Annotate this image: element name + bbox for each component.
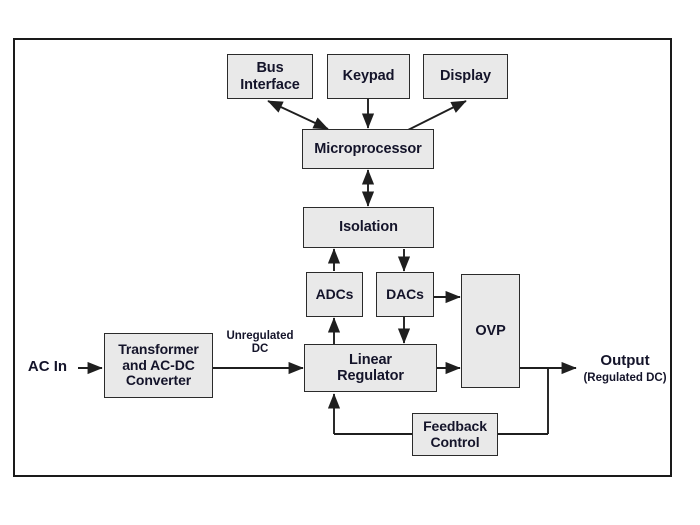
label-ac-in: AC In xyxy=(27,358,68,375)
block-display[interactable]: Display xyxy=(423,54,508,99)
label-output: Output xyxy=(600,352,650,369)
block-bus-interface[interactable]: Bus Interface xyxy=(227,54,313,99)
block-dacs[interactable]: DACs xyxy=(376,272,434,317)
block-isolation[interactable]: Isolation xyxy=(303,207,434,248)
block-ovp[interactable]: OVP xyxy=(461,274,520,388)
block-linear-regulator[interactable]: Linear Regulator xyxy=(304,344,437,392)
label-output-regulated-dc: (Regulated DC) xyxy=(583,372,667,384)
block-transformer-ac-dc-converter[interactable]: Transformer and AC-DC Converter xyxy=(104,333,213,398)
block-keypad[interactable]: Keypad xyxy=(327,54,410,99)
diagram-frame xyxy=(13,38,672,477)
block-feedback-control[interactable]: Feedback Control xyxy=(412,413,498,456)
block-adcs[interactable]: ADCs xyxy=(306,272,363,317)
label-unregulated-dc: Unregulated DC xyxy=(226,330,294,356)
block-microprocessor[interactable]: Microprocessor xyxy=(302,129,434,169)
